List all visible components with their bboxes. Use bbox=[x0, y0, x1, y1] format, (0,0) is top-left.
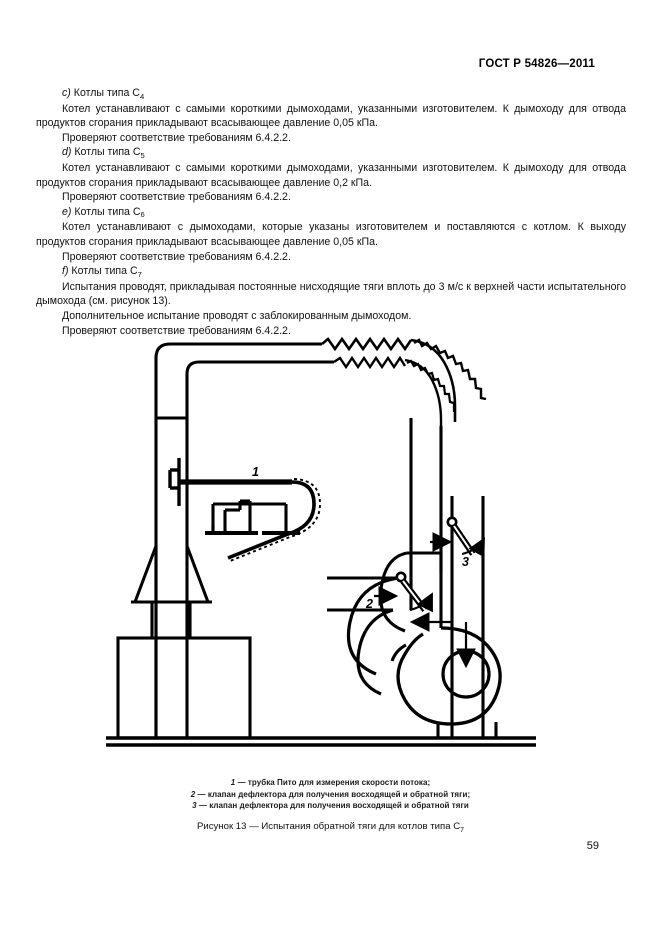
paragraph-f-check: Проверяют соответствие требованиям 6.4.2… bbox=[62, 324, 291, 337]
paragraph-item-e-text: Котлы типа C bbox=[71, 205, 141, 218]
list-marker-f: f) bbox=[62, 265, 69, 278]
figure-callout-3: 3 bbox=[462, 555, 469, 569]
paragraph-item-c: c) Котлы типа C4 bbox=[36, 86, 626, 102]
figure-caption: Рисунок 13 — Испытания обратной тяги для… bbox=[0, 821, 661, 834]
legend-text-1: трубка Пито для измерения скорости поток… bbox=[247, 778, 431, 787]
figure-caption-subscript: 7 bbox=[460, 826, 465, 834]
page-header-standard-number: ГОСТ Р 54826—2011 bbox=[478, 58, 595, 70]
paragraph-item-e: e) Котлы типа C6 bbox=[36, 205, 626, 221]
paragraph-f-extra: Дополнительное испытание проводят с забл… bbox=[62, 309, 412, 322]
list-marker-c: c) bbox=[62, 87, 71, 99]
paragraph-c-body: Котел устанавливают с самыми короткими д… bbox=[36, 102, 626, 130]
paragraph-e-body: Котел устанавливают с дымоходами, которы… bbox=[36, 221, 626, 248]
subscript-c7: 7 bbox=[137, 269, 142, 279]
paragraph-item-f: f) Котлы типа C7 bbox=[36, 264, 626, 280]
page-number: 59 bbox=[586, 840, 599, 852]
paragraph-item-c-text: Котлы типа C bbox=[70, 87, 140, 99]
legend-item-1: 1 — трубка Пито для измерения скорости п… bbox=[0, 777, 661, 789]
legend-text-2: клапан дефлектора для получения восходящ… bbox=[207, 789, 471, 799]
legend-dash-2: — bbox=[195, 789, 208, 799]
paragraph-f-body: Испытания проводят, прикладывая постоянн… bbox=[36, 280, 626, 308]
list-marker-d: d) bbox=[62, 146, 72, 159]
subscript-c6: 6 bbox=[140, 210, 145, 220]
figure-legend: 1 — трубка Пито для измерения скорости п… bbox=[0, 777, 661, 812]
body-text-block: c) Котлы типа C4 Котел устанавливают с с… bbox=[36, 86, 626, 338]
subscript-c4: 4 bbox=[139, 91, 145, 101]
figure-caption-text: Рисунок 13 — Испытания обратной тяги для… bbox=[196, 821, 461, 832]
figure-13-backdraft-test-diagram: 1 2 3 bbox=[0, 318, 661, 778]
list-marker-e: e) bbox=[62, 205, 72, 218]
paragraph-d-check: Проверяют соответствие требованиям 6.4.2… bbox=[62, 191, 291, 204]
legend-number-1: 1 bbox=[230, 778, 236, 787]
legend-item-3: 3 — клапан дефлектора для получения восх… bbox=[0, 800, 661, 812]
subscript-c5: 5 bbox=[140, 150, 145, 160]
legend-dash-1: — bbox=[235, 778, 248, 787]
paragraph-d-body: Котел устанавливают с самыми короткими д… bbox=[36, 161, 626, 189]
legend-item-2: 2 — клапан дефлектора для получения восх… bbox=[0, 789, 661, 801]
paragraph-item-d: d) Котлы типа C5 bbox=[36, 145, 626, 161]
paragraph-item-d-text: Котлы типа C bbox=[71, 146, 141, 159]
legend-text-3: клапан дефлектора для получения восходящ… bbox=[209, 801, 469, 811]
figure-callout-2: 2 bbox=[365, 597, 373, 611]
legend-number-3: 3 bbox=[192, 801, 197, 811]
figure-callout-1: 1 bbox=[252, 465, 259, 479]
paragraph-c-check: Проверяют соответствие требованиям 6.4.2… bbox=[62, 131, 291, 144]
paragraph-item-f-text: Котлы типа C bbox=[68, 265, 138, 278]
paragraph-e-check: Проверяют соответствие требованиям 6.4.2… bbox=[62, 250, 291, 263]
legend-number-2: 2 bbox=[190, 789, 196, 799]
legend-dash-3: — bbox=[196, 801, 210, 811]
